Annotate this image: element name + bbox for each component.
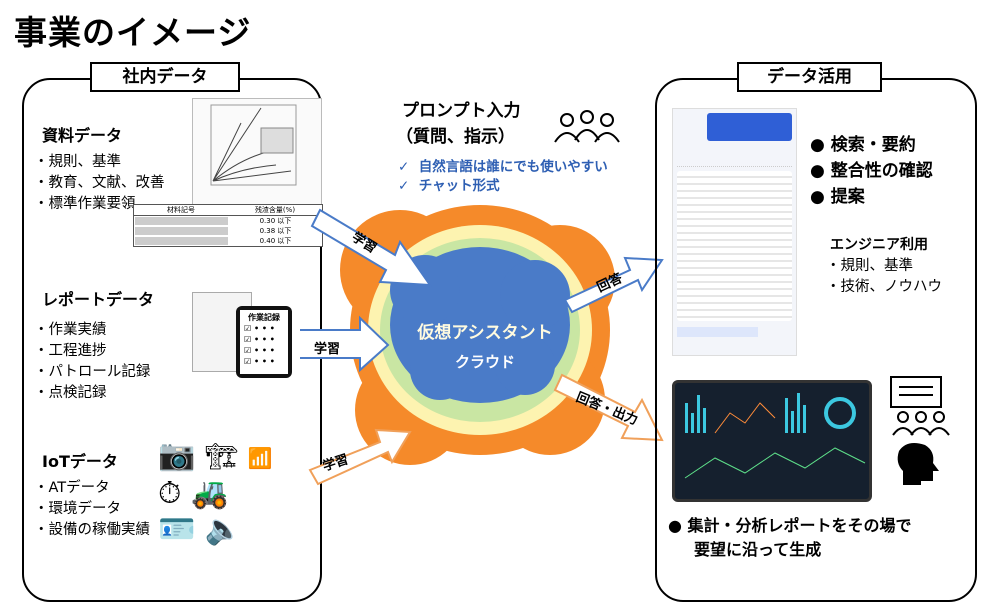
truck-icon: 🚜 xyxy=(190,476,229,511)
stopwatch-icon: ⏱ xyxy=(158,476,182,511)
camera-icon: 📷 xyxy=(158,438,196,473)
list-item: ・規則、基準 xyxy=(826,258,913,274)
cloud-subtitle: クラウド xyxy=(454,353,515,371)
crane-icon: 🏗 xyxy=(204,442,238,472)
flow-diagram xyxy=(300,205,664,486)
table-header: 材料記号 xyxy=(167,206,195,214)
check-item: ✓ チャット形式 xyxy=(398,178,500,194)
internal-data-label: 社内データ xyxy=(90,62,240,92)
page-title: 事業のイメージ xyxy=(14,13,252,52)
table-cell: 0.40 以下 xyxy=(259,237,292,245)
answer-output-arrow xyxy=(553,373,664,442)
list-item: ・パトロール記録 xyxy=(34,364,151,380)
list-item: ・教育、文献、改善 xyxy=(34,175,165,191)
engineer-title: エンジニア利用 xyxy=(830,237,928,253)
list-item: ・規則、基準 xyxy=(34,154,121,170)
phone-screen: 作業記録 ☑ • • •☑ • • •☑ • • •☑ • • • xyxy=(240,310,288,374)
table-cell: 0.38 以下 xyxy=(259,227,292,235)
section-heading: IoTデータ xyxy=(42,452,118,471)
section-heading: 資料データ xyxy=(42,126,123,145)
id-card-icon: 🪪 xyxy=(158,512,196,547)
report-line: ● 集計・分析レポートをその場で xyxy=(668,516,912,535)
list-item: ・環境データ xyxy=(34,501,121,517)
section-heading: レポートデータ xyxy=(42,290,155,309)
speaker-icon: 🔈 xyxy=(204,512,243,547)
dashboard-charts xyxy=(684,393,866,479)
report-description: ● 集計・分析レポートをその場で 要望に沿って生成 xyxy=(668,514,912,562)
meeting-icon xyxy=(890,376,950,485)
learn-arrow-1 xyxy=(310,208,433,287)
users-icon xyxy=(554,110,620,143)
graph-image xyxy=(210,104,297,186)
table-cell: 0.30 以下 xyxy=(259,217,292,225)
learn-arrow-3 xyxy=(308,428,412,486)
iot-icons: 📷 🏗 📶 ⏱ 🚜 🪪 🔈 xyxy=(158,438,272,548)
dashboard-tablet-image xyxy=(672,380,872,502)
data-utilization-label: データ活用 xyxy=(737,62,882,92)
list-item: ・点検記録 xyxy=(34,385,107,401)
list-item: ・ATデータ xyxy=(34,480,110,496)
check-list: ✓ 自然言語は誰にでも使いやすい ✓ チャット形式 xyxy=(398,158,608,196)
prompt-subtitle: （質問、指示） xyxy=(396,127,515,147)
data-table: 材料記号 残渣含量(%) 0.30 以下 0.38 以下 0.40 以下 xyxy=(133,204,323,247)
phone-title: 作業記録 xyxy=(248,313,280,322)
chat-screenshot xyxy=(672,108,797,356)
feature-item: ● 提案 xyxy=(810,187,865,207)
answer-arrow xyxy=(563,256,664,314)
list-item: ・作業実績 xyxy=(34,322,107,338)
list-item: ・技術、ノウハウ xyxy=(826,279,942,295)
prompt-title: プロンプト入力 xyxy=(402,101,521,121)
phone-image: 作業記録 ☑ • • •☑ • • •☑ • • •☑ • • • xyxy=(236,306,292,378)
cloud-text: 仮想アシスタント クラウド xyxy=(400,318,570,372)
list-item: ・設備の稼働実績 xyxy=(34,522,150,538)
check-text: 自然言語は誰にでも使いやすい xyxy=(418,159,608,175)
table-header: 残渣含量(%) xyxy=(254,206,296,214)
feature-item: ● 整合性の確認 xyxy=(810,161,933,181)
report-line: 要望に沿って生成 xyxy=(694,540,822,559)
learn-arrow-2 xyxy=(300,315,390,373)
check-text: チャット形式 xyxy=(418,178,500,194)
prompt-block: プロンプト入力 （質問、指示） xyxy=(396,98,521,150)
feature-list: ● 検索・要約 ● 整合性の確認 ● 提案 xyxy=(810,132,933,210)
feature-item: ● 検索・要約 xyxy=(810,135,916,155)
router-icon: 📶 xyxy=(247,446,273,470)
list-item: ・標準作業要領 xyxy=(34,196,136,212)
learn-label-2: 学習 xyxy=(314,342,341,357)
document-thumbnail: 材料記号 残渣含量(%) 0.30 以下 0.38 以下 0.40 以下 xyxy=(133,98,323,247)
cloud-title: 仮想アシスタント xyxy=(417,323,553,343)
brain-head-icon xyxy=(897,443,939,485)
check-item: ✓ 自然言語は誰にでも使いやすい xyxy=(398,159,608,175)
list-item: ・工程進捗 xyxy=(34,343,107,359)
